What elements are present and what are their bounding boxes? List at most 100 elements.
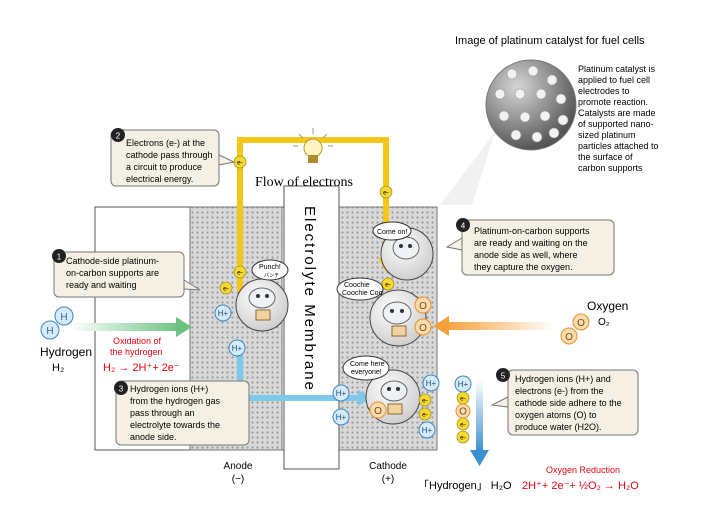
svg-text:H+: H+	[422, 426, 433, 435]
svg-text:パンチ: パンチ	[264, 273, 279, 279]
electron-token: e-	[456, 391, 470, 405]
electron-token: e-	[381, 277, 395, 291]
svg-text:3: 3	[119, 385, 124, 394]
electron-token: e-	[456, 417, 470, 431]
hydrogen-molecule: H H	[40, 306, 74, 340]
hydrogen-arrow-head	[176, 317, 192, 337]
svg-text:H+: H+	[336, 413, 347, 422]
svg-text:ready and waiting: ready and waiting	[66, 280, 137, 290]
svg-text:electrons (e-) from the: electrons (e-) from the	[515, 386, 604, 396]
svg-text:cathode side adhere to the: cathode side adhere to the	[515, 398, 622, 408]
catalyst-character-cathode-top	[380, 227, 434, 281]
catalyst-note-line: Catalysts are made	[578, 108, 656, 118]
o-atom: O	[455, 403, 471, 419]
electron-token: e-	[379, 185, 393, 199]
svg-text:e-: e-	[223, 286, 229, 293]
electrode-labels: Anode (−) Cathode (+)	[224, 461, 408, 485]
svg-text:e-: e-	[237, 160, 243, 167]
svg-text:electrical energy.: electrical energy.	[126, 174, 193, 184]
oxygen-label: Oxygen	[587, 299, 628, 313]
step-5-callout: 5 Hydrogen ions (H+) and electrons (e-) …	[490, 368, 639, 436]
catalyst-character-cathode-middle	[369, 289, 427, 347]
catalyst-note: Platinum catalyst is applied to fuel cel…	[578, 64, 659, 173]
svg-text:they capture the oxygen.: they capture the oxygen.	[474, 262, 573, 272]
h-ion: H+	[422, 374, 440, 392]
light-bulb-icon	[293, 128, 333, 163]
product-label: 「Hydrogen」 H₂O	[418, 479, 512, 492]
svg-text:Platinum-on-carbon supports: Platinum-on-carbon supports	[474, 226, 590, 236]
svg-text:e-: e-	[460, 435, 466, 442]
electron-token: e-	[418, 407, 432, 421]
hydrogen-flow-arrow	[70, 323, 180, 331]
svg-text:H+: H+	[426, 379, 437, 388]
catalyst-note-line: the surface of	[578, 152, 633, 162]
electron-token: e-	[418, 393, 432, 407]
catalyst-note-line: electrodes to	[578, 86, 630, 96]
reduction-equation: 2H⁺+ 2e⁻+ ½O₂ → H₂O	[522, 480, 639, 492]
cathode-sign: (+)	[382, 474, 395, 485]
step-4-callout: 4 Platinum-on-carbon supports are ready …	[445, 218, 615, 276]
catalyst-note-line: Platinum catalyst is	[578, 64, 656, 74]
svg-text:2: 2	[116, 132, 121, 141]
electrolyte-membrane	[283, 185, 340, 470]
oxygen-flow-arrow	[445, 322, 555, 330]
step-1-callout: 1 Cathode-side platinum- on-carbon suppo…	[52, 249, 201, 298]
svg-text:4: 4	[461, 222, 466, 231]
svg-text:anode side.: anode side.	[130, 432, 177, 442]
svg-text:H₂ → 2H⁺+ 2e⁻: H₂ → 2H⁺+ 2e⁻	[103, 362, 180, 374]
step-3-callout: 3 Hydrogen ions (H+) from the hydrogen g…	[114, 380, 250, 446]
svg-text:Oxidation of: Oxidation of	[113, 336, 162, 346]
svg-text:Cathode-side platinum-: Cathode-side platinum-	[66, 256, 159, 266]
svg-text:e-: e-	[422, 412, 428, 419]
svg-text:Coochie: Coochie	[344, 282, 370, 289]
catalyst-note-line: sized platinum	[578, 130, 636, 140]
o-atom: O	[414, 296, 432, 314]
ion-arrow-head	[358, 390, 372, 406]
svg-text:H: H	[60, 312, 67, 323]
header-title: Image of platinum catalyst for fuel cell…	[455, 35, 645, 47]
svg-text:H: H	[46, 326, 53, 337]
svg-text:cathode pass through: cathode pass through	[126, 150, 213, 160]
oxygen-atoms: O O O O	[369, 296, 471, 419]
svg-text:Hydrogen ions (H+) and: Hydrogen ions (H+) and	[515, 374, 611, 384]
hydrogen-ions: H+ H+ H+ H+ H+ H+ H+	[214, 304, 472, 439]
electron-token: e-	[233, 265, 247, 279]
h-ion: H+	[418, 421, 436, 439]
svg-text:Come here: Come here	[350, 361, 385, 368]
bubble-punch: Punch!パンチ	[251, 259, 289, 281]
water-flow-arrow	[476, 380, 483, 452]
oxygen-formula: O₂	[598, 317, 610, 328]
cathode-label: Cathode	[369, 461, 407, 472]
catalyst-note-line: particles attached to	[578, 141, 659, 151]
svg-text:Come on!: Come on!	[377, 229, 407, 236]
membrane-label: Electrolyte Membrane	[301, 206, 318, 392]
flow-label: Flow of electrons	[255, 175, 353, 190]
anode-sign: (−)	[232, 474, 245, 485]
svg-text:anode side as well, where: anode side as well, where	[474, 250, 578, 260]
svg-text:produce water (H2O).: produce water (H2O).	[515, 422, 602, 432]
svg-text:H+: H+	[232, 344, 243, 353]
catalyst-note-line: promote reaction.	[578, 97, 648, 107]
oxygen-arrow-head	[433, 316, 449, 336]
reduction-title: Oxygen Reduction	[546, 465, 620, 475]
svg-text:on-carbon supports are: on-carbon supports are	[66, 268, 159, 278]
catalyst-note-line: of supported nano-	[578, 119, 654, 129]
svg-text:O: O	[419, 323, 427, 334]
hydrogen-formula: H₂	[52, 362, 64, 374]
water-arrow-head	[470, 450, 489, 466]
svg-text:a circuit to produce: a circuit to produce	[126, 162, 202, 172]
svg-text:O: O	[565, 332, 573, 343]
svg-text:O: O	[577, 318, 585, 329]
h-ion: H+	[454, 375, 472, 393]
electron-tokens: e- e- e- e- e-	[219, 155, 395, 295]
electron-token: e-	[456, 430, 470, 444]
svg-text:Electrons (e-) at the: Electrons (e-) at the	[126, 138, 205, 148]
svg-text:e-: e-	[383, 190, 389, 197]
h-ion: H+	[332, 408, 350, 426]
h-ion: H+	[214, 304, 232, 322]
svg-text:e-: e-	[385, 282, 391, 289]
